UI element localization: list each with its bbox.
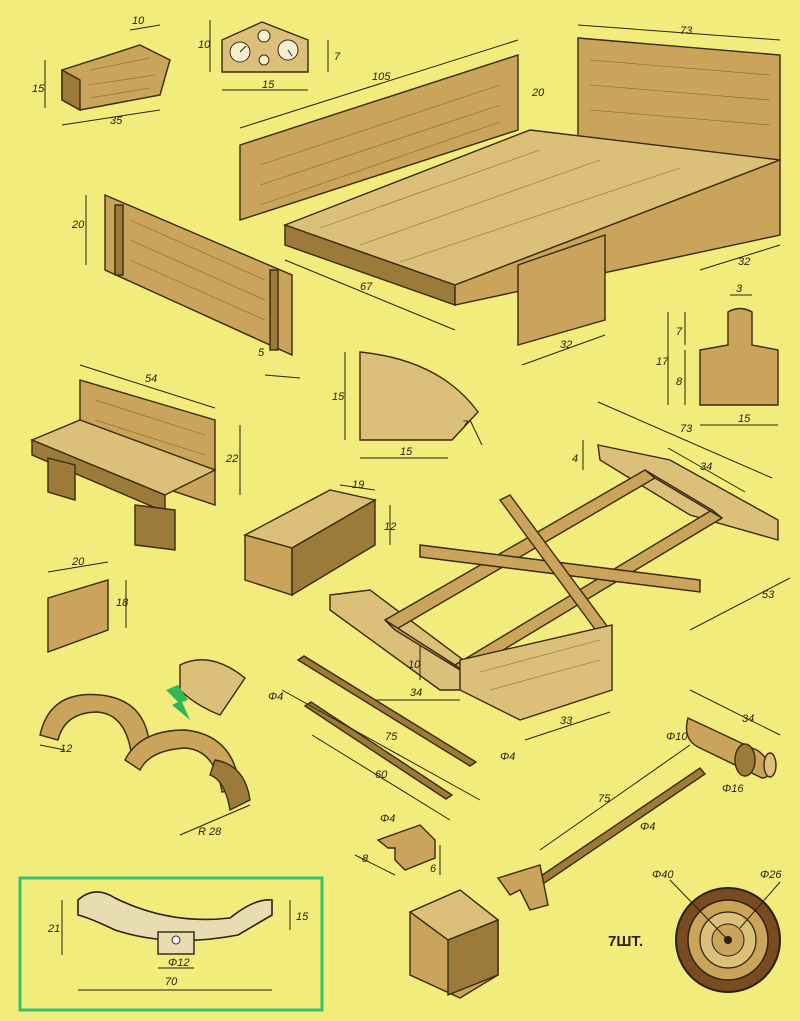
t-bracket-part: 3 7 17 8 15	[656, 283, 779, 426]
dim-label: 67	[360, 281, 373, 293]
arrow-icon	[166, 685, 190, 720]
dim-label: 10	[198, 39, 211, 51]
dim-label: R 28	[198, 826, 222, 838]
dim-label: 20	[531, 87, 545, 99]
dim-label: 105	[372, 71, 391, 83]
bench-part: 54 22	[30, 364, 241, 551]
dim-label: 20	[71, 556, 85, 568]
side-board-long: 105 20	[239, 39, 545, 221]
dim-label: 5	[258, 347, 265, 359]
dim-label: 7	[676, 326, 683, 338]
dim-label: 8	[676, 376, 683, 388]
u-clamp: Φ4 8 6	[354, 813, 441, 876]
platform-part: 67 32 32	[282, 129, 781, 366]
tow-bar: 75 Φ4	[496, 744, 707, 911]
dim-label: 15	[738, 413, 751, 425]
dim-label: 8	[362, 853, 369, 865]
dim-label: 73	[680, 25, 693, 37]
dim-label: 34	[410, 687, 422, 699]
dim-label: 15	[332, 391, 345, 403]
dim-label: 17	[656, 356, 669, 368]
dim-label: 53	[762, 589, 775, 601]
dim-label: 70	[165, 976, 178, 988]
dim-label: Φ26	[760, 869, 782, 881]
dim-label: 75	[598, 793, 611, 805]
dim-label: 12	[60, 743, 72, 755]
dim-label: Φ12	[168, 957, 189, 969]
dim-label: 15	[296, 911, 309, 923]
dim-label: 10	[408, 659, 421, 671]
quarter-piece: 15 15 7	[332, 351, 483, 459]
slatted-side-board: 20 5	[71, 193, 301, 379]
dim-label: 54	[145, 373, 157, 385]
dashboard-part: 10 7 15	[198, 20, 341, 91]
quantity-label: 7ШТ.	[608, 933, 643, 950]
green-frame	[18, 876, 324, 1012]
dim-label: 3	[736, 283, 743, 295]
back-board: 73	[577, 24, 781, 161]
dim-label: 7	[462, 419, 469, 431]
dim-label: 73	[680, 423, 693, 435]
wheel-part: Φ40 Φ26 7ШТ.	[608, 869, 782, 993]
dim-label: 15	[400, 446, 413, 458]
dim-label: 22	[225, 453, 238, 465]
dim-label: 21	[47, 923, 60, 935]
dim-label: 18	[116, 597, 129, 609]
dim-label: 32	[560, 339, 572, 351]
small-plate: 20 18	[47, 556, 129, 654]
dim-label: 7	[334, 51, 341, 63]
wood-cube	[408, 889, 500, 999]
dim-label: Φ4	[640, 821, 655, 833]
fender-parts: 12 R 28	[39, 659, 251, 838]
dim-label: 12	[384, 521, 396, 533]
dim-label: 35	[110, 115, 123, 127]
dim-label: 34	[742, 713, 754, 725]
dim-label: 32	[738, 256, 750, 268]
block-part: 19 12	[243, 479, 396, 597]
dim-label: 34	[700, 461, 712, 473]
dim-label: Φ16	[722, 783, 744, 795]
axle-rods: Φ4 75 60 Φ4	[268, 655, 515, 821]
dim-label: 6	[430, 863, 437, 875]
dim-label: Φ4	[380, 813, 395, 825]
dim-label: 60	[375, 769, 388, 781]
spool-hub: 34 Φ10 Φ16	[666, 689, 781, 795]
dim-label: Φ40	[652, 869, 674, 881]
dim-label: 19	[352, 479, 364, 491]
dim-label: 75	[385, 731, 398, 743]
dim-label: 33	[560, 715, 573, 727]
dim-label: 15	[32, 83, 45, 95]
dim-label: Φ4	[268, 691, 283, 703]
dim-label: 15	[262, 79, 275, 91]
dim-label: 4	[572, 453, 578, 465]
framed-section: 21 15 70 Φ12	[18, 876, 324, 1012]
dim-label: Φ4	[500, 751, 515, 763]
ramp-part: 10 15 35	[32, 15, 171, 127]
dim-label: Φ10	[666, 731, 688, 743]
dim-label: 20	[71, 219, 85, 231]
chassis-frame: 73 4 34 53 10 34 33	[329, 401, 791, 741]
dim-label: 10	[132, 15, 145, 27]
